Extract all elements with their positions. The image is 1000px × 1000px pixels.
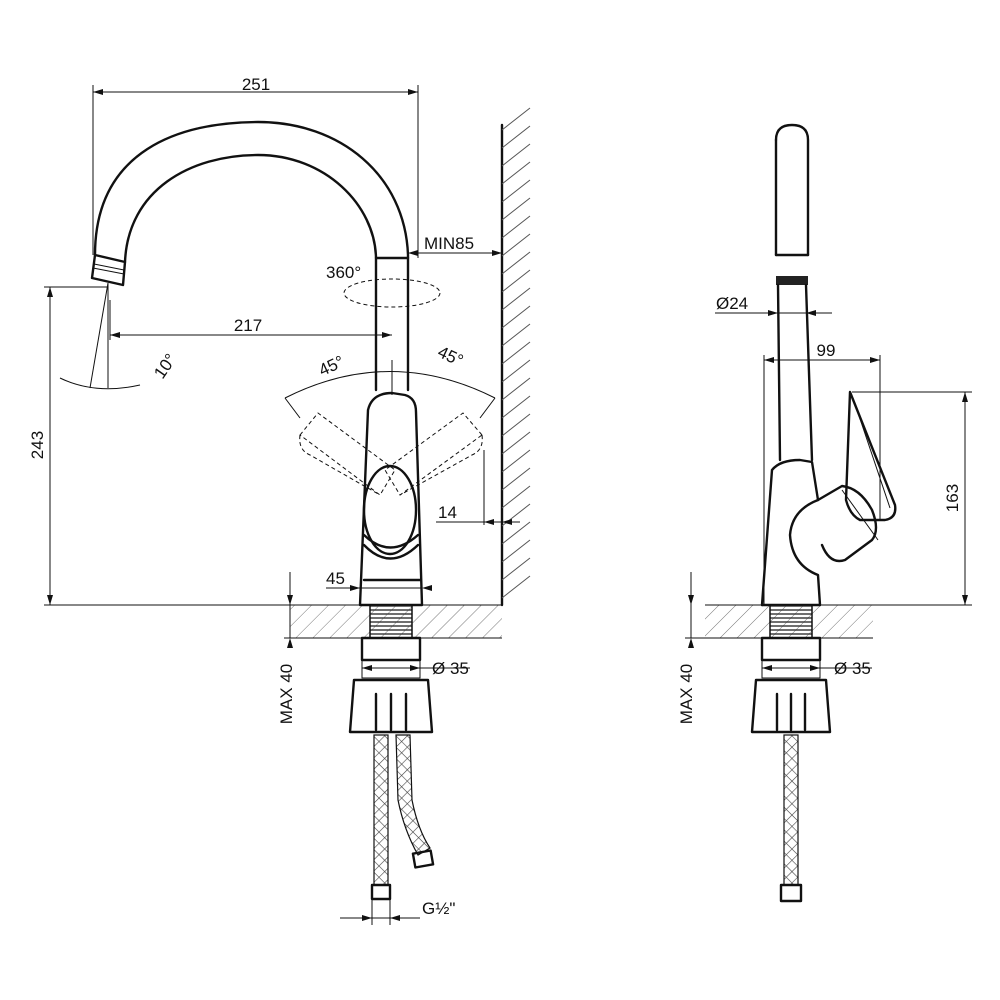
- wall-hatch-line: [501, 125, 531, 149]
- front-labels: 251 MIN85 360° 217 10° 45° 45° 243 14 45…: [28, 75, 474, 918]
- label-spray-10: 10°: [150, 350, 180, 382]
- wall-hatch-line: [501, 413, 531, 437]
- wall-hatch-line: [501, 359, 531, 383]
- wall-hatch-line: [501, 575, 531, 599]
- label-gap-14: 14: [438, 503, 457, 522]
- wall-hatch-line: [501, 143, 531, 167]
- front-mount: [348, 604, 434, 734]
- wall-hatch-line: [501, 269, 531, 293]
- label-base-45: 45: [326, 569, 345, 588]
- wall-hatch-line: [501, 251, 531, 275]
- label-max40-side: MAX 40: [677, 664, 696, 724]
- wall-hatch-line: [501, 521, 531, 545]
- label-height-243: 243: [28, 431, 47, 459]
- wall-hatch-line: [501, 305, 531, 329]
- side-labels: Ø24 99 163 Ø 35 MAX 40: [677, 294, 962, 724]
- side-view: Ø24 99 163 Ø 35 MAX 40: [677, 123, 972, 903]
- label-reach-217: 217: [234, 316, 262, 335]
- side-dimensions: [685, 310, 972, 671]
- wall-hatch-line: [501, 323, 531, 347]
- label-thread-dia-front: Ø 35: [432, 659, 469, 678]
- label-thread-dia-side: Ø 35: [834, 659, 871, 678]
- label-rotation-360: 360°: [326, 263, 361, 282]
- wall-hatch-line: [501, 179, 531, 203]
- label-lever-angle-left: 45°: [316, 352, 347, 380]
- wall: [500, 107, 531, 607]
- wall-hatch-line: [501, 341, 531, 365]
- side-spout: [774, 123, 814, 462]
- label-lever-angle-right: 45°: [435, 342, 466, 370]
- wall-hatch-line: [501, 161, 531, 185]
- wall-hatch-line: [501, 557, 531, 581]
- wall-hatch-line: [501, 431, 531, 455]
- label-height-163: 163: [943, 484, 962, 512]
- lever-rotation-ghosts: [284, 360, 496, 496]
- front-hoses: [370, 734, 435, 901]
- side-body: [760, 458, 822, 607]
- faucet-body: [358, 391, 424, 607]
- wall-hatch-line: [501, 539, 531, 563]
- side-mount: [750, 604, 832, 903]
- wall-hatch-line: [501, 377, 531, 401]
- side-lever: [816, 390, 897, 563]
- wall-hatch-line: [501, 287, 531, 311]
- wall-hatch-line: [501, 197, 531, 221]
- wall-hatch-line: [501, 233, 531, 257]
- label-spout-dia: Ø24: [716, 294, 748, 313]
- front-dimensions: [44, 85, 520, 925]
- wall-hatch-line: [501, 485, 531, 509]
- label-min85: MIN85: [424, 234, 474, 253]
- label-reach-99: 99: [817, 341, 836, 360]
- wall-hatch-line: [501, 467, 531, 491]
- rotation-ellipse: [343, 278, 441, 308]
- wall-hatch-line: [501, 395, 531, 419]
- label-max40-front: MAX 40: [277, 664, 296, 724]
- wall-hatch-line: [501, 215, 531, 239]
- front-view: 251 MIN85 360° 217 10° 45° 45° 243 14 45…: [28, 75, 531, 925]
- label-width-251: 251: [242, 75, 270, 94]
- spout: [90, 120, 410, 392]
- label-connection: G½": [422, 899, 455, 918]
- wall-hatch-line: [501, 449, 531, 473]
- wall-hatch-line: [501, 107, 531, 131]
